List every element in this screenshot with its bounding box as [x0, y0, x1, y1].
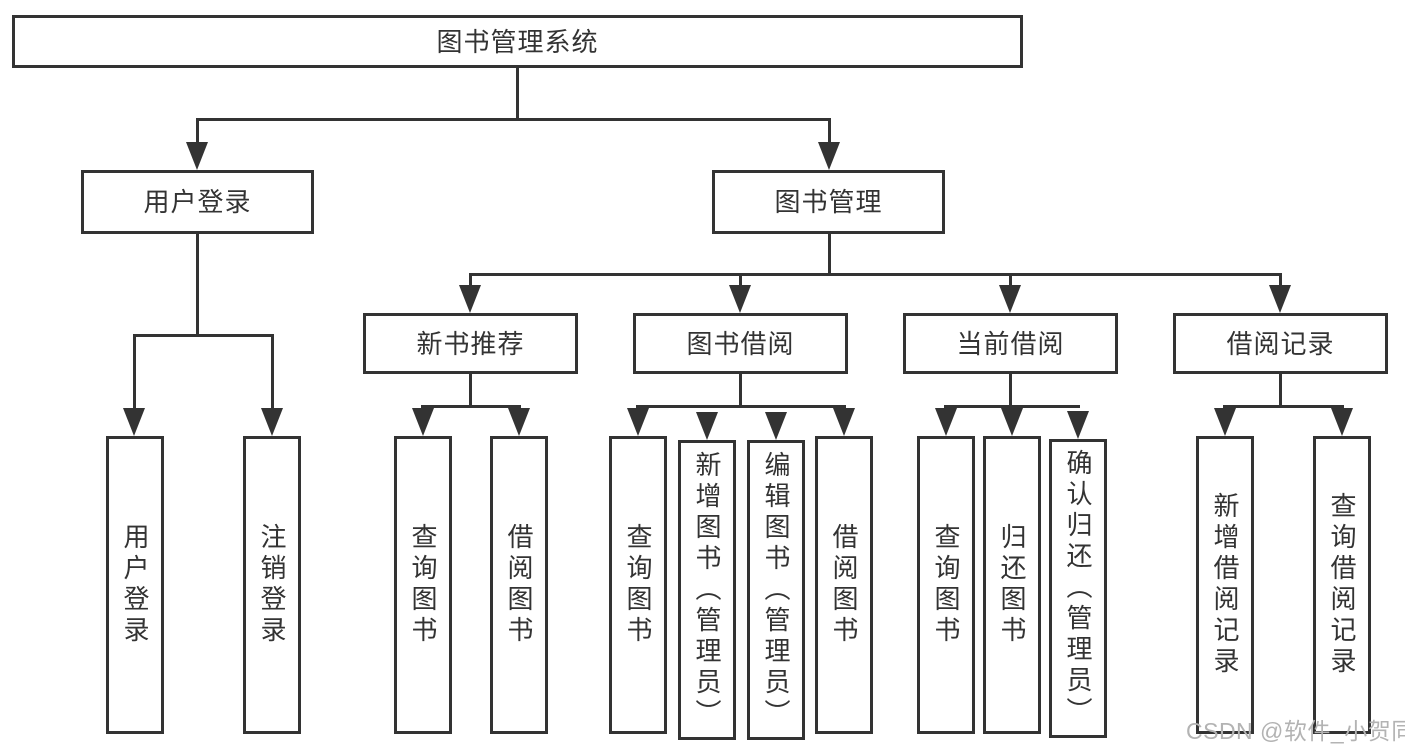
- arrow-down-icon: [1269, 285, 1291, 313]
- node-book-management-branch: 图书管理: [712, 170, 945, 234]
- connector-line: [196, 234, 199, 336]
- arrow-down-icon: [729, 285, 751, 313]
- node-borrow-books-recommend: 借阅图书: [490, 436, 548, 734]
- node-query-books-borrow: 查询图书: [609, 436, 667, 734]
- node-borrow-records: 借阅记录: [1173, 313, 1388, 374]
- arrow-down-icon: [1067, 411, 1089, 439]
- connector-line: [421, 405, 521, 408]
- arrow-down-icon: [833, 408, 855, 436]
- arrow-down-icon: [1331, 408, 1353, 436]
- connector-line: [1279, 374, 1282, 407]
- connector-line: [828, 118, 831, 146]
- node-add-book-admin: 新增图书（管理员）: [678, 440, 736, 740]
- arrow-down-icon: [935, 408, 957, 436]
- arrow-down-icon: [999, 285, 1021, 313]
- node-user-login-branch: 用户登录: [81, 170, 314, 234]
- node-current-borrow: 当前借阅: [903, 313, 1118, 374]
- node-add-borrow-record: 新增借阅记录: [1196, 436, 1254, 734]
- arrow-down-icon: [627, 408, 649, 436]
- node-borrow-books: 借阅图书: [815, 436, 873, 734]
- arrow-down-icon: [412, 408, 434, 436]
- node-query-books-current: 查询图书: [917, 436, 975, 734]
- connector-line: [133, 334, 136, 412]
- connector-line: [739, 273, 742, 287]
- connector-line: [739, 374, 742, 407]
- connector-line: [271, 334, 274, 412]
- connector-line: [516, 68, 519, 120]
- connector-line: [944, 405, 1080, 408]
- arrow-down-icon: [123, 408, 145, 436]
- arrow-down-icon: [818, 142, 840, 170]
- connector-line: [196, 118, 831, 121]
- connector-line: [828, 234, 831, 273]
- arrow-down-icon: [765, 412, 787, 440]
- connector-line: [469, 374, 472, 407]
- node-new-book-recommend: 新书推荐: [363, 313, 578, 374]
- arrow-down-icon: [1001, 408, 1023, 436]
- node-edit-book-admin: 编辑图书（管理员）: [747, 440, 805, 740]
- node-return-books: 归还图书: [983, 436, 1041, 734]
- connector-line: [196, 118, 199, 146]
- node-library-management-system: 图书管理系统: [12, 15, 1023, 68]
- connector-line: [1009, 273, 1012, 287]
- node-user-login: 用户登录: [106, 436, 164, 734]
- arrow-down-icon: [459, 285, 481, 313]
- connector-line: [1279, 273, 1282, 287]
- arrow-down-icon: [261, 408, 283, 436]
- node-logout: 注销登录: [243, 436, 301, 734]
- arrow-down-icon: [508, 408, 530, 436]
- connector-line: [469, 273, 472, 287]
- node-confirm-return-admin: 确认归还（管理员）: [1049, 439, 1107, 738]
- node-book-borrow: 图书借阅: [633, 313, 848, 374]
- node-query-borrow-record: 查询借阅记录: [1313, 436, 1371, 734]
- connector-line: [1223, 405, 1344, 408]
- watermark-text: CSDN @软件_小贺同学: [1186, 718, 1405, 744]
- connector-line: [133, 334, 274, 337]
- arrow-down-icon: [186, 142, 208, 170]
- arrow-down-icon: [1214, 408, 1236, 436]
- connector-line: [469, 273, 1282, 276]
- connector-line: [636, 405, 846, 408]
- node-query-books-recommend: 查询图书: [394, 436, 452, 734]
- arrow-down-icon: [696, 412, 718, 440]
- connector-line: [1009, 374, 1012, 407]
